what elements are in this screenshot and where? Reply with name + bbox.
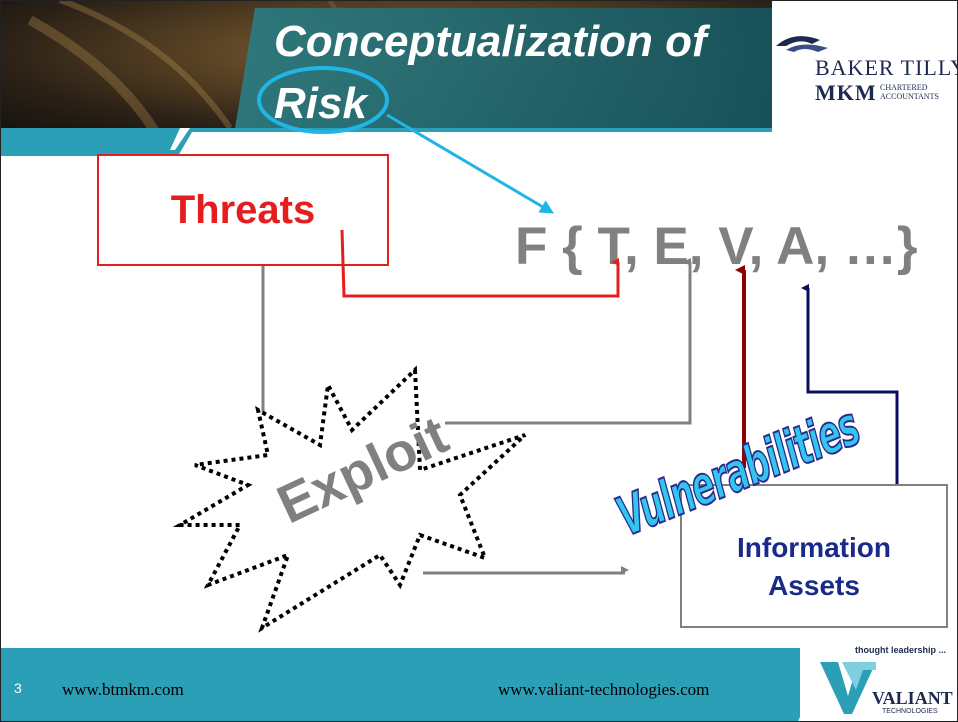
slide-title-line1: Conceptualization of xyxy=(274,17,707,66)
logo-accountants-text: ACCOUNTANTS xyxy=(880,92,939,101)
footer-link-valiant[interactable]: www.valiant-technologies.com xyxy=(498,680,710,699)
threats-to-t-arrow xyxy=(340,229,620,298)
threats-box: Threats xyxy=(97,154,389,266)
baker-tilly-logo-icon xyxy=(776,36,828,52)
logo-chartered: CHARTERED ACCOUNTANTS xyxy=(880,83,939,101)
assets-line2: Assets xyxy=(768,570,860,601)
threats-label: Threats xyxy=(170,187,316,232)
logo-baker-tilly: BAKER TILLY xyxy=(815,55,958,80)
vt-sub: TECHNOLOGIES xyxy=(882,708,938,715)
logo-chartered-text: CHARTERED xyxy=(880,83,928,92)
assets-line1: Information xyxy=(737,532,891,563)
assets-to-a-arrow xyxy=(801,284,899,525)
exploit-starburst-shape xyxy=(172,365,527,633)
footer-bar xyxy=(0,648,800,722)
valiant-vt-icon xyxy=(820,662,876,714)
vt-tagline: thought leadership ... xyxy=(855,645,947,655)
exploit-to-e-arrow xyxy=(445,258,692,425)
vt-name: VALIANT xyxy=(872,688,953,708)
information-assets-box: Information Assets xyxy=(680,484,948,628)
risk-to-formula-arrow xyxy=(386,113,555,214)
footer-link-btmkm[interactable]: www.btmkm.com xyxy=(62,680,184,699)
risk-formula: F { T, E, V, A, …} xyxy=(515,217,918,276)
page-number: 3 xyxy=(14,680,22,696)
logo-mkm: MKM xyxy=(815,80,877,105)
